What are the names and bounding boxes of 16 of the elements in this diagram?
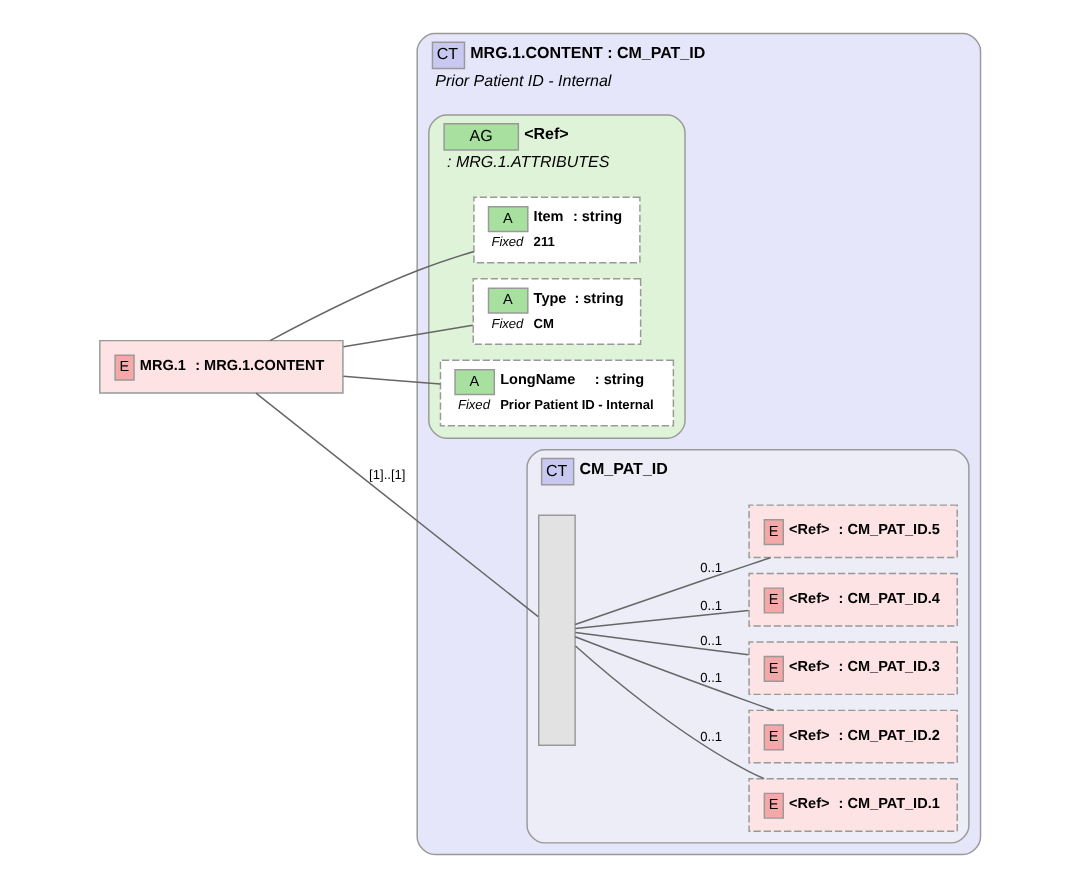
- connector: [574, 636, 775, 712]
- node-box: E <Ref> : CM_PAT_ID.4: [748, 572, 958, 627]
- connector: [269, 250, 475, 342]
- node-box: E <Ref> : CM_PAT_ID.1: [748, 778, 958, 832]
- node-box: E MRG.1 : MRG.1.CONTENT: [99, 339, 344, 394]
- connector: [574, 631, 750, 656]
- connector: [342, 324, 474, 348]
- node-bar: [538, 514, 576, 747]
- node-box: E <Ref> : CM_PAT_ID.3: [748, 641, 958, 696]
- connector: [255, 392, 539, 618]
- node-box: E <Ref> : CM_PAT_ID.2: [748, 709, 958, 764]
- node-box: E <Ref> : CM_PAT_ID.5: [748, 504, 958, 559]
- connector: [574, 645, 765, 780]
- connector: [342, 375, 442, 385]
- connector: [574, 557, 772, 626]
- connector: [574, 609, 750, 630]
